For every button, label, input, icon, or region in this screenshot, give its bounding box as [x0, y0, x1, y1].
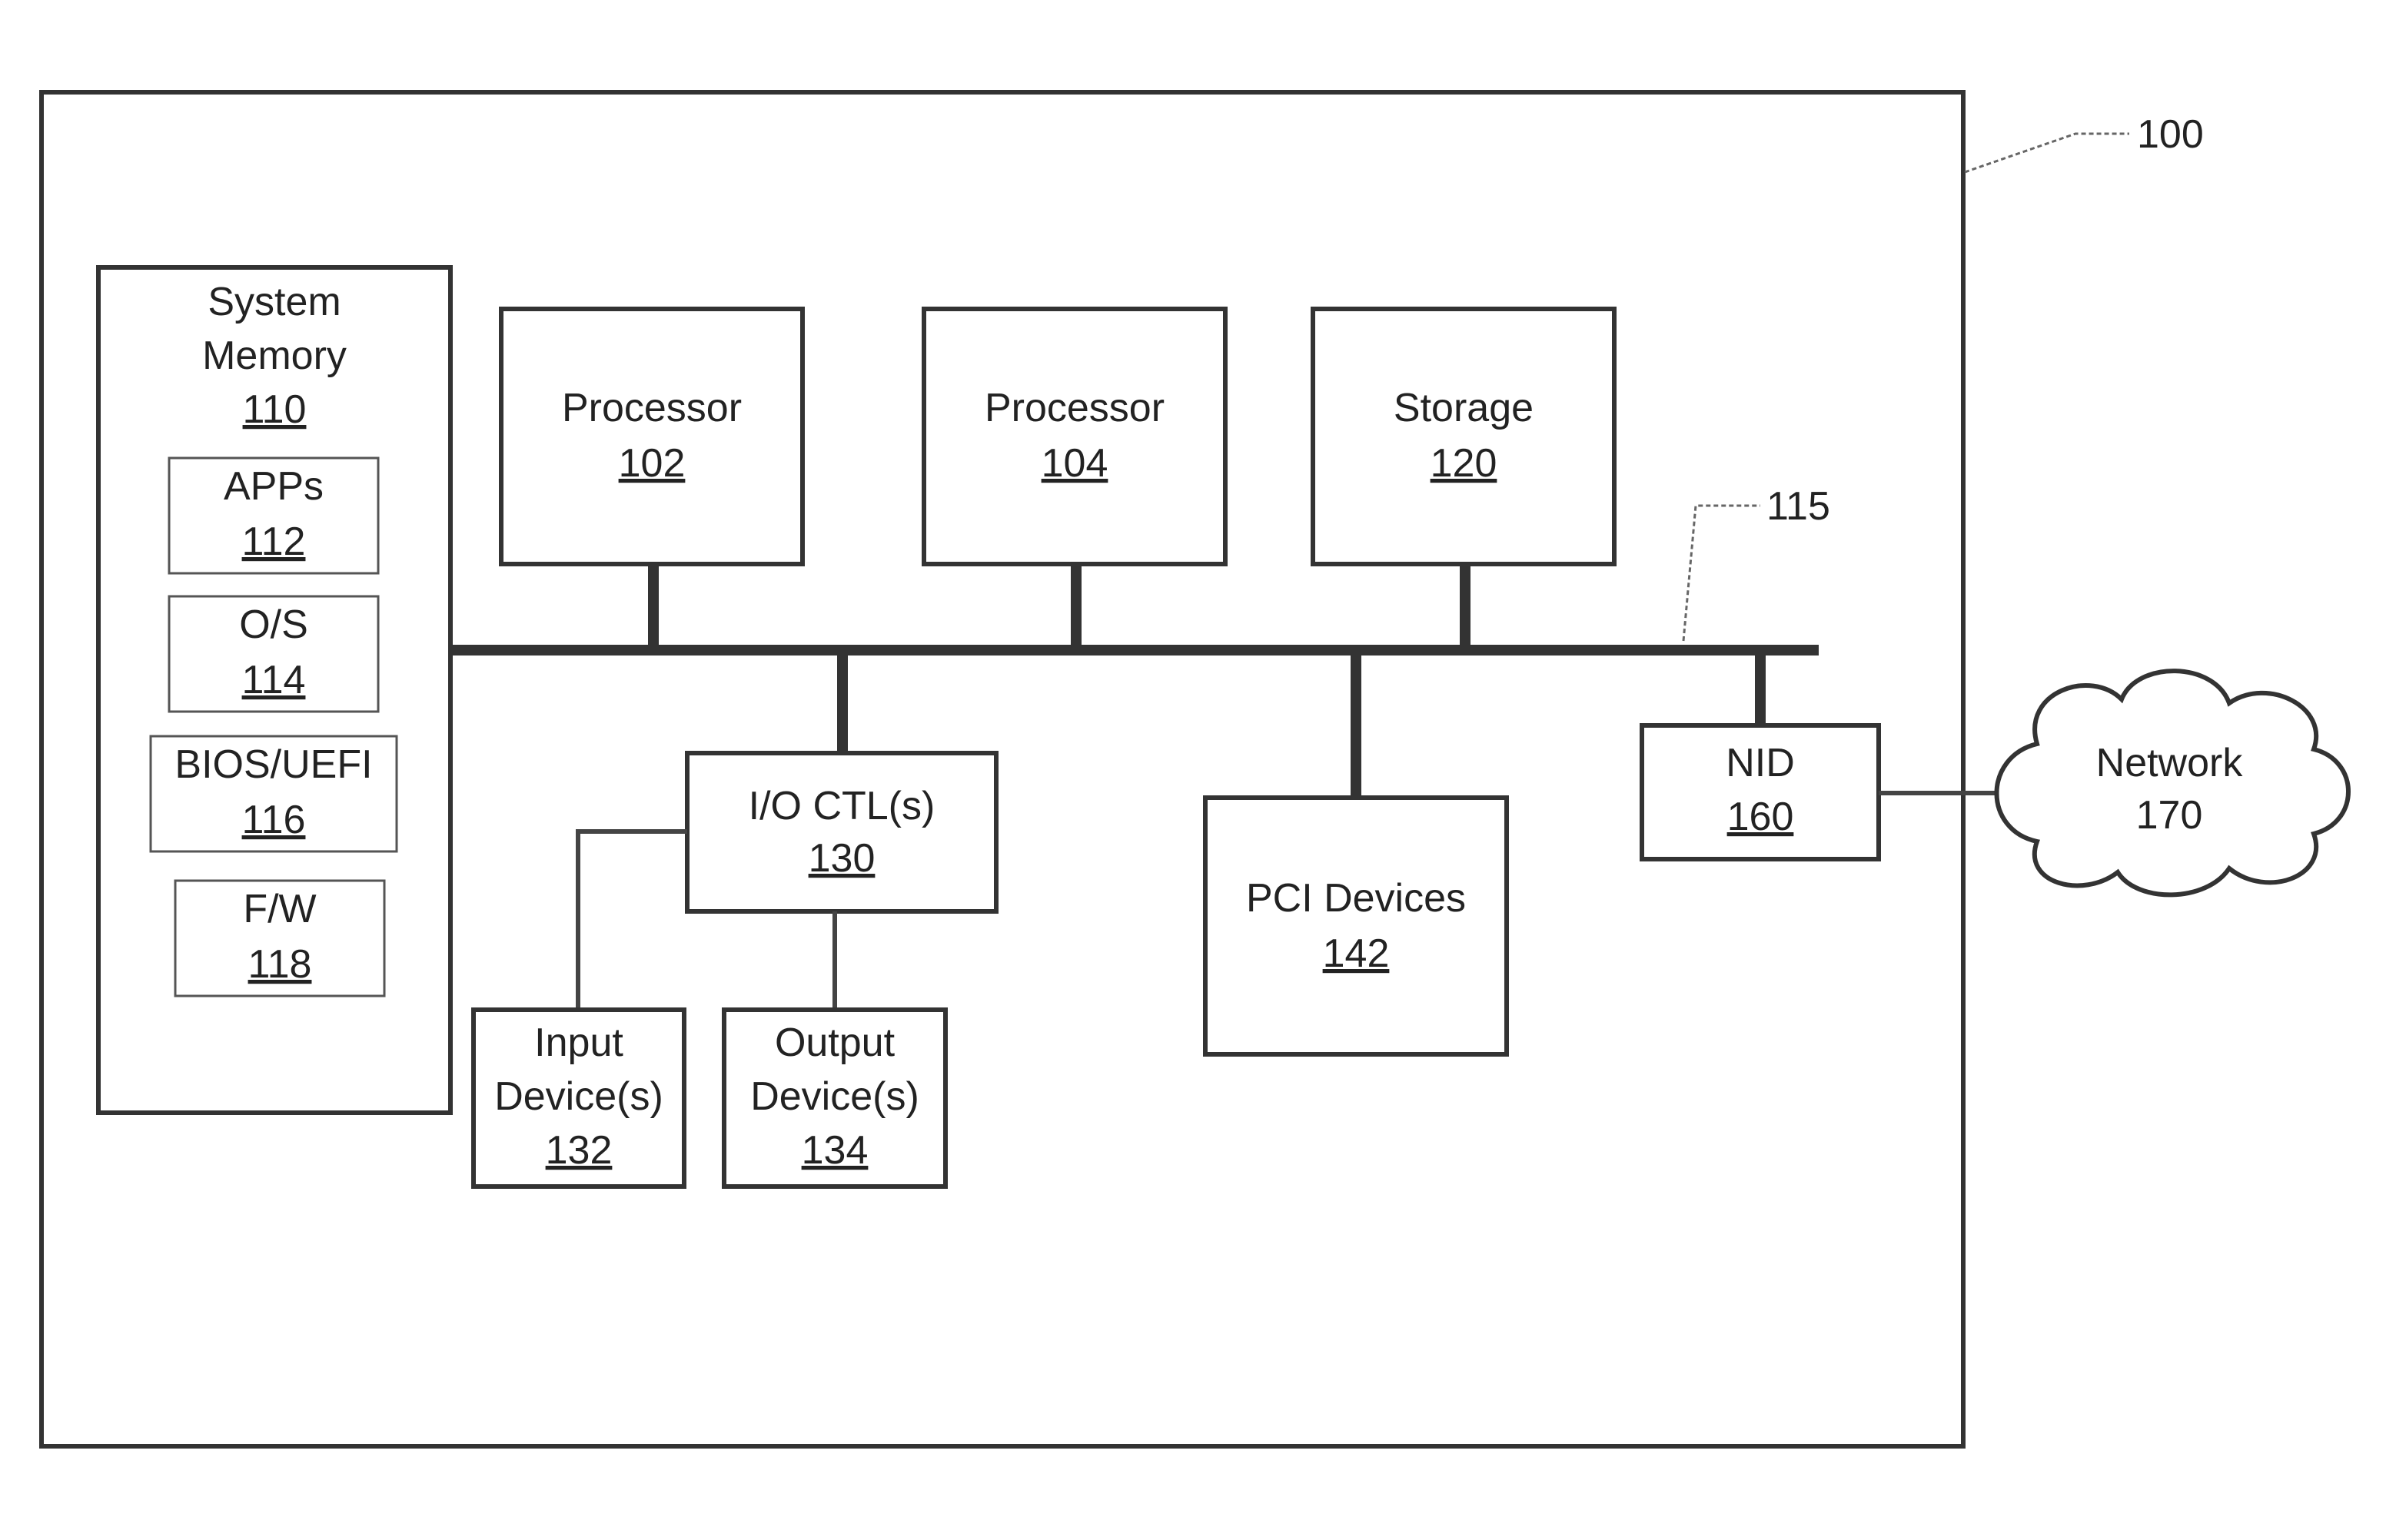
output-device-label-line2: Device(s)	[750, 1074, 919, 1119]
storage-ref: 120	[1431, 441, 1497, 486]
nid-ref: 160	[1727, 795, 1794, 839]
system-ref-label: 100	[2137, 112, 2204, 157]
input-device-ref: 132	[546, 1128, 613, 1173]
processor2-ref: 104	[1042, 441, 1108, 486]
io-ctl-ref: 130	[809, 836, 876, 881]
processor1-ref: 102	[619, 441, 686, 486]
storage-box	[1313, 309, 1614, 564]
system-memory-ref: 110	[243, 387, 307, 432]
io-ctl-box	[687, 753, 996, 911]
bios-uefi-label: BIOS/UEFI	[174, 742, 372, 787]
apps-ref: 112	[242, 519, 306, 564]
os-ref: 114	[242, 658, 306, 702]
system-memory-title-line2: Memory	[202, 334, 347, 378]
os-label: O/S	[239, 602, 308, 647]
pci-devices-label: PCI Devices	[1246, 876, 1466, 921]
firmware-label: F/W	[243, 887, 316, 931]
network-label: Network	[2096, 741, 2244, 785]
firmware-ref: 118	[248, 942, 312, 987]
output-device-ref: 134	[802, 1128, 869, 1173]
bus-callout-leader	[1683, 506, 1760, 641]
bios-uefi-ref: 116	[242, 798, 306, 842]
io-ctl-label: I/O CTL(s)	[749, 784, 935, 828]
processor1-label: Processor	[562, 386, 742, 430]
bus-ref-label: 115	[1766, 484, 1830, 529]
processor2-box	[924, 309, 1225, 564]
input-device-label-line2: Device(s)	[494, 1074, 663, 1119]
storage-label: Storage	[1394, 386, 1534, 430]
apps-label: APPs	[224, 464, 324, 509]
processor1-box	[501, 309, 803, 564]
input-device-label-line1: Input	[534, 1021, 623, 1065]
output-device-label-line1: Output	[775, 1021, 896, 1065]
pci-devices-ref: 142	[1323, 931, 1390, 976]
pci-devices-box	[1205, 798, 1507, 1054]
processor2-label: Processor	[985, 386, 1165, 430]
nid-label: NID	[1726, 741, 1795, 785]
network-ref: 170	[2136, 793, 2203, 838]
io-ctl-to-input-wire	[578, 831, 687, 1010]
system-callout-leader	[1965, 134, 2129, 172]
system-memory-title-line1: System	[208, 280, 341, 324]
